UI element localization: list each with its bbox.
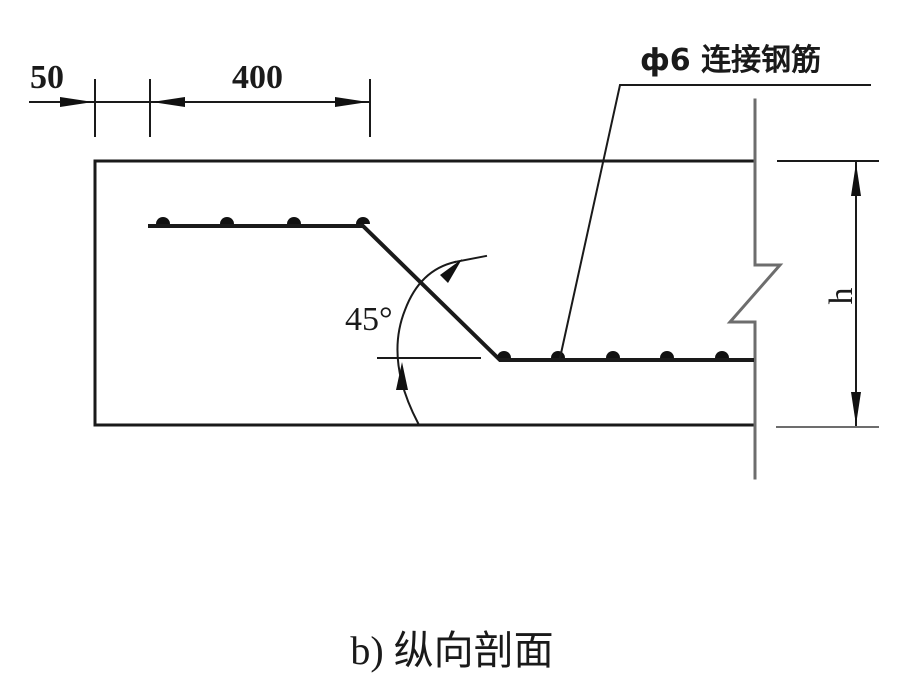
rebar-dot	[660, 351, 674, 358]
height-label: h	[823, 288, 860, 305]
angle-annotation: 45°	[345, 254, 488, 425]
rebar-dot	[715, 351, 729, 358]
rebar-dot	[356, 217, 370, 224]
arrow-icon	[152, 97, 185, 107]
rebar-dot	[551, 351, 565, 358]
rebar-dot	[287, 217, 301, 224]
rebar-label: ф6 连接钢筋	[640, 43, 821, 78]
angle-label: 45°	[345, 301, 393, 338]
arrow-icon	[440, 259, 462, 283]
arrow-icon	[60, 97, 93, 107]
height-dimension: h	[776, 160, 879, 428]
arrow-icon	[396, 362, 408, 390]
rebar-dot	[156, 217, 170, 224]
rebar-leader: ф6 连接钢筋	[558, 43, 871, 360]
figure-caption: b) 纵向剖面	[350, 628, 554, 673]
rebar-dot	[606, 351, 620, 358]
arrow-icon	[851, 163, 861, 196]
connecting-rebar	[148, 217, 754, 362]
dimension-span-label: 400	[232, 59, 283, 96]
top-dimension-chain: 50 400	[29, 59, 371, 137]
rebar-dot	[220, 217, 234, 224]
bottom-rebar-dots	[497, 351, 729, 358]
dimension-cover-label: 50	[30, 59, 64, 96]
slab-outline	[93, 159, 754, 427]
top-rebar-dots	[156, 217, 370, 224]
rebar-dot	[497, 351, 511, 358]
break-line	[726, 98, 784, 480]
arrow-icon	[335, 97, 368, 107]
arrow-icon	[851, 392, 861, 425]
